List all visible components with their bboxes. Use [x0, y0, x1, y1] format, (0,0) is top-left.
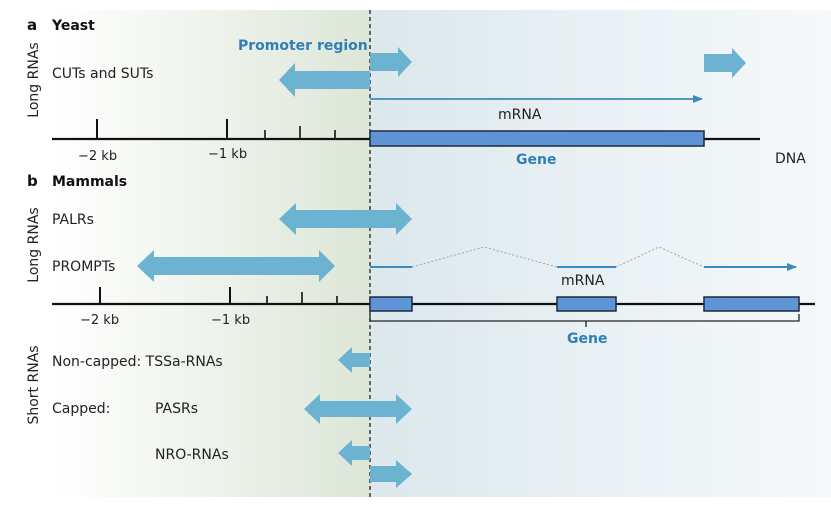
tick-label-minus2-a: −2 kb: [78, 149, 117, 164]
exon-box: [369, 296, 413, 312]
panel-b-side-label-short: Short RNAs: [26, 345, 42, 424]
gene-box-a: [369, 130, 705, 147]
mrna-label-a: mRNA: [498, 107, 542, 123]
panel-a-letter: a: [27, 16, 37, 34]
panel-a-side-label: Long RNAs: [26, 42, 42, 117]
mrna-label-b: mRNA: [561, 273, 605, 289]
tssa-rna-arrow: [338, 347, 370, 373]
exon-box: [556, 296, 617, 312]
pasrs-label: PASRs: [155, 401, 198, 417]
gene-region-shade: [370, 10, 831, 497]
downstream-arrow-a: [704, 48, 746, 78]
nro-rnas-label: NRO-RNAs: [155, 447, 229, 463]
nro-antisense-arrow: [338, 440, 370, 466]
cuts-suts-label: CUTs and SUTs: [52, 66, 153, 82]
palr-arrow: [279, 203, 412, 235]
panel-b-letter: b: [27, 172, 38, 190]
promoter-region-label: Promoter region: [238, 38, 368, 54]
antisense-arrow-a: [279, 63, 370, 97]
panel-b-side-label-long: Long RNAs: [26, 207, 42, 282]
palrs-label: PALRs: [52, 212, 94, 228]
dna-label: DNA: [775, 151, 806, 167]
prompts-label: PROMPTs: [52, 259, 115, 275]
noncapped-label: Non-capped: TSSa-RNAs: [52, 354, 223, 370]
exon-box: [703, 296, 800, 312]
sense-arrow-a: [370, 47, 412, 77]
pasr-arrow: [304, 394, 412, 424]
panel-b-title: Mammals: [52, 174, 127, 190]
gene-bracket: [369, 314, 800, 322]
intron-splice-line: [411, 246, 558, 268]
gene-label-a: Gene: [516, 152, 556, 168]
tick-label-minus1-b: −1 kb: [211, 313, 250, 328]
tick-label-minus2-b: −2 kb: [80, 313, 119, 328]
prompt-arrow: [137, 250, 335, 282]
gene-label-b: Gene: [567, 331, 607, 347]
tick-label-minus1-a: −1 kb: [208, 147, 247, 162]
panel-a-title: Yeast: [51, 18, 95, 34]
capped-label: Capped:: [52, 401, 110, 417]
intron-splice-line: [615, 246, 705, 268]
nro-sense-arrow: [370, 460, 412, 488]
